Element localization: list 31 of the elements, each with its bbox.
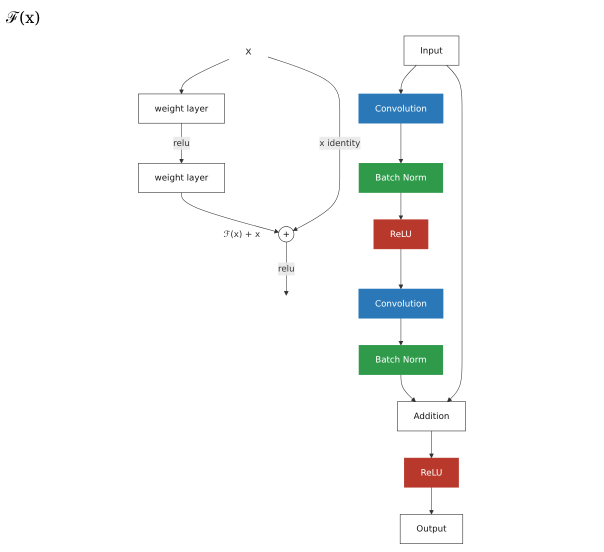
- node-box: Output: [400, 514, 464, 544]
- arrow: [446, 64, 462, 402]
- edge-label: relu: [278, 264, 295, 274]
- arrow: [179, 58, 230, 94]
- arrow: [398, 122, 404, 164]
- formula-label: ℱ(x): [6, 7, 41, 28]
- node-text: x: [245, 44, 252, 58]
- edge-label: x identity: [319, 138, 360, 148]
- node-box: ReLU: [404, 458, 459, 488]
- node-box: Convolution: [358, 288, 444, 319]
- node-box: ReLU: [374, 219, 428, 250]
- arrow: [398, 64, 417, 94]
- arrow: [268, 56, 340, 231]
- node-box: Batch Norm: [358, 345, 444, 375]
- edge-label: relu: [173, 138, 190, 148]
- node-box: Addition: [397, 401, 466, 432]
- node-box: weight layer: [138, 163, 225, 193]
- arrow: [429, 487, 434, 515]
- node-circle: +: [278, 226, 294, 242]
- arrow: [398, 248, 404, 290]
- arrow: [400, 374, 416, 402]
- node-label: ℱ(x) + x: [224, 228, 260, 240]
- arrow: [398, 318, 404, 346]
- arrow: [284, 242, 289, 296]
- node-box: Batch Norm: [358, 163, 444, 193]
- node-box: Input: [404, 36, 460, 66]
- node-box: weight layer: [138, 94, 225, 124]
- arrow: [398, 192, 404, 220]
- arrow: [181, 192, 280, 234]
- node-box: Convolution: [358, 94, 444, 124]
- arrow: [429, 430, 434, 458]
